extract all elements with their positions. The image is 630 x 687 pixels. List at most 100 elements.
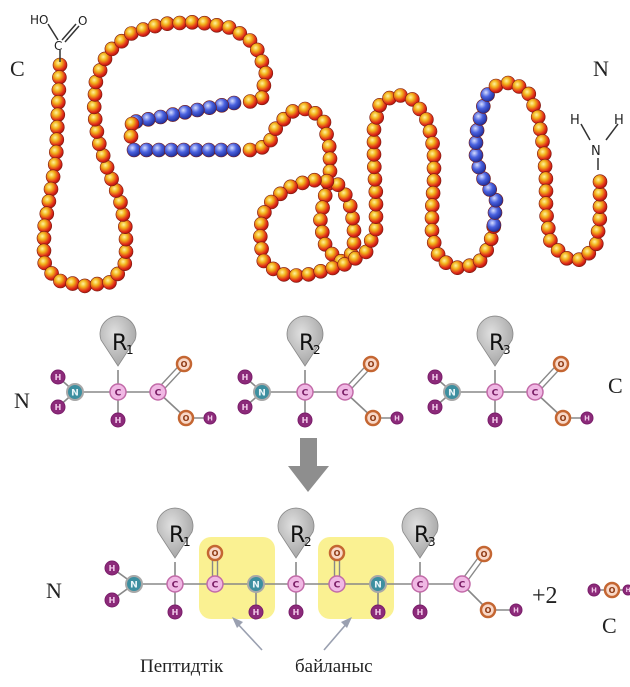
chain-bead bbox=[51, 82, 67, 98]
peptide-r-group-3-subscript: 3 bbox=[428, 535, 436, 549]
aa1-hydroxyl-oxygen: O bbox=[177, 409, 195, 427]
peptide-bond-h-2: H bbox=[370, 604, 386, 620]
chain-bead bbox=[53, 273, 68, 289]
chain-bead bbox=[530, 109, 546, 125]
chain-bead bbox=[536, 146, 552, 162]
chain-bead bbox=[538, 183, 554, 199]
chain-bead bbox=[118, 219, 133, 234]
chain-bead bbox=[367, 172, 383, 187]
chain-bead bbox=[87, 111, 103, 127]
chain-bead bbox=[139, 142, 154, 158]
aa1-carbonyl-oxygen: O bbox=[175, 355, 193, 373]
chain-bead bbox=[559, 250, 575, 266]
chain-bead bbox=[226, 142, 241, 158]
amine-end: H H N bbox=[570, 113, 624, 170]
chain-bead bbox=[366, 122, 382, 137]
chain-bead bbox=[273, 186, 288, 202]
chain-bead bbox=[424, 210, 440, 226]
r-group-3-subscript: 3 bbox=[503, 343, 511, 357]
peptide-alpha-h-1-symbol: H bbox=[172, 608, 179, 617]
aa3-hydroxyl-oxygen-symbol: O bbox=[560, 414, 567, 423]
reaction-arrow bbox=[288, 438, 329, 492]
aa1-hydroxyl-h: H bbox=[203, 411, 217, 425]
aa3-alpha-h-symbol: H bbox=[492, 416, 499, 425]
chain-bead bbox=[253, 216, 269, 232]
chain-bead bbox=[488, 192, 504, 208]
aa3-alpha-carbon: C bbox=[486, 383, 504, 401]
chain-bead bbox=[89, 124, 105, 139]
chain-bead bbox=[314, 224, 330, 240]
chain-bead bbox=[348, 250, 363, 266]
aa1-carbonyl-oxygen-symbol: O bbox=[181, 360, 188, 369]
chain-bead bbox=[313, 212, 328, 228]
chain-bead bbox=[252, 229, 268, 244]
aa2-alpha-h-symbol: H bbox=[302, 416, 309, 425]
chain-bead bbox=[172, 15, 187, 31]
aa2-alpha-h: H bbox=[297, 412, 313, 428]
peptide-carboxyl-carbon: C bbox=[453, 575, 471, 593]
peptide-carbonyl-oxygen-1-symbol: O bbox=[212, 549, 219, 558]
r-group-1-subscript: 1 bbox=[126, 343, 134, 357]
peptide-alpha-h-1: H bbox=[167, 604, 183, 620]
chain-bead bbox=[226, 95, 242, 111]
chain-bead bbox=[176, 142, 192, 158]
chain-bead bbox=[124, 116, 140, 132]
chain-bead bbox=[426, 173, 442, 188]
chain-bead bbox=[147, 18, 163, 34]
peptide-carbonyl-carbon-1: C bbox=[206, 575, 224, 593]
aa2-hydroxyl-oxygen: O bbox=[364, 409, 382, 427]
aa3-hydroxyl-oxygen: O bbox=[554, 409, 572, 427]
peptide-terminal-oxygen-2-symbol: O bbox=[485, 606, 492, 615]
aa1-amine-h1: H bbox=[50, 369, 66, 385]
aa3-hydroxyl-h-symbol: H bbox=[584, 415, 590, 423]
amino-acids-c-label: C bbox=[608, 373, 623, 398]
peptide-n-label: N bbox=[46, 578, 62, 603]
chain-bead bbox=[141, 112, 156, 127]
chain-bead bbox=[535, 134, 550, 149]
r-group-2-subscript: 2 bbox=[313, 343, 321, 357]
peptide-terminal-h-symbol: H bbox=[513, 607, 519, 615]
chain-bead bbox=[43, 181, 59, 197]
chain-bead bbox=[197, 15, 212, 31]
chain-bead bbox=[115, 207, 131, 222]
peptide-bond-h-1: H bbox=[248, 604, 264, 620]
chain-bead bbox=[189, 142, 204, 158]
peptide-bond-h-1-symbol: H bbox=[253, 608, 260, 617]
chain-bead bbox=[321, 139, 337, 154]
aa3-carbonyl-oxygen: O bbox=[552, 355, 570, 373]
peptide-bond-h-2-symbol: H bbox=[375, 608, 382, 617]
chain-bead bbox=[468, 147, 484, 163]
chain-bead bbox=[425, 136, 440, 151]
aa1-alpha-h: H bbox=[110, 412, 126, 428]
chain-bead bbox=[50, 95, 66, 110]
aa2-hydroxyl-h-symbol: H bbox=[394, 415, 400, 423]
aa1-hydroxyl-h-symbol: H bbox=[207, 415, 213, 423]
chain-bead bbox=[592, 186, 608, 202]
chain-bead bbox=[160, 16, 175, 32]
aa1-alpha-h-symbol: H bbox=[115, 416, 122, 425]
chain-bead bbox=[87, 87, 103, 102]
aa1-carboxyl-carbon: C bbox=[149, 383, 167, 401]
peptide-amine-h1: H bbox=[104, 560, 120, 576]
chain-bead bbox=[285, 104, 301, 119]
peptide-alpha-carbon-3: C bbox=[411, 575, 429, 593]
peptide-carbonyl-carbon-2-symbol: C bbox=[334, 579, 341, 590]
chain-bead bbox=[317, 188, 333, 203]
chain-bead bbox=[268, 121, 284, 136]
r-group-3: R3 bbox=[476, 315, 514, 367]
chain-bead bbox=[36, 243, 52, 259]
peptide-bond-nitrogen-1-symbol: N bbox=[252, 579, 260, 590]
chain-bead bbox=[337, 187, 353, 203]
chain-bead bbox=[45, 169, 61, 185]
chain-bead bbox=[592, 211, 608, 227]
peptide-terminal-oxygen-1-symbol: O bbox=[481, 550, 488, 559]
chain-bead bbox=[89, 276, 105, 292]
aa1-alpha-carbon: C bbox=[109, 383, 127, 401]
aa1-alpha-carbon-symbol: C bbox=[115, 387, 122, 398]
chain-bead bbox=[486, 217, 502, 233]
chain-bead bbox=[254, 241, 269, 257]
chain-bead bbox=[366, 147, 382, 162]
aa1-amine-h2-symbol: H bbox=[55, 403, 62, 412]
aa1-hydroxyl-oxygen-symbol: O bbox=[183, 414, 190, 423]
